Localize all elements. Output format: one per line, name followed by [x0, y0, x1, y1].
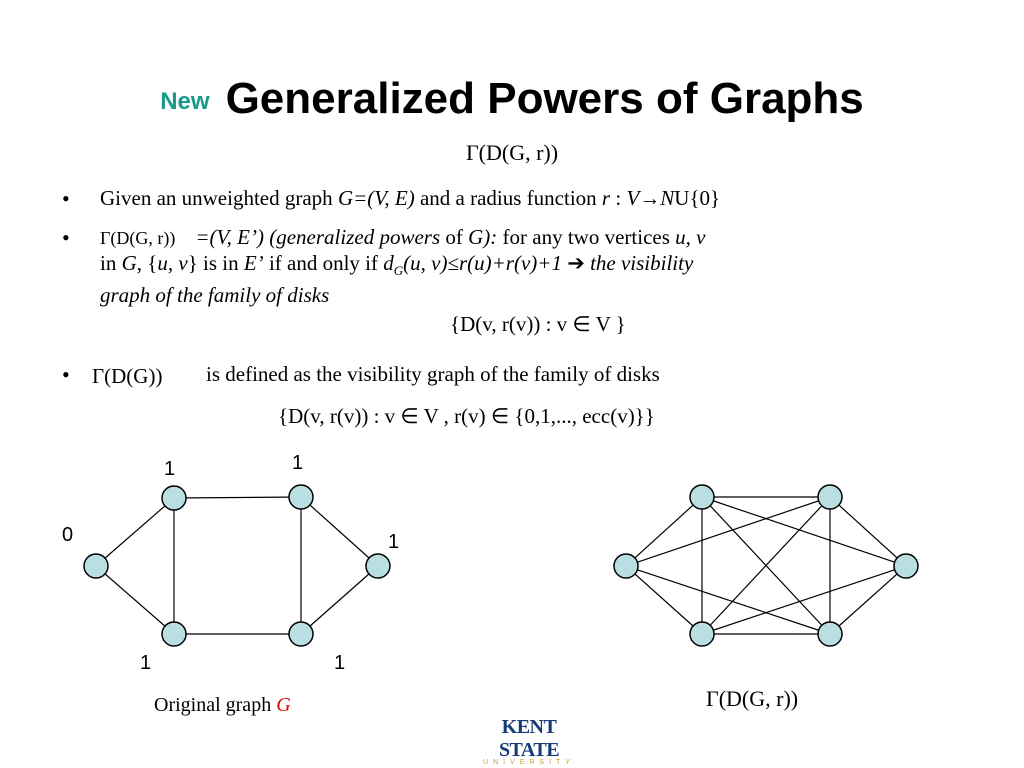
b2-l2e: } is in	[187, 251, 244, 275]
left-graph-edge	[300, 496, 379, 567]
bullet-1: Given an unweighted graph G=(V, E) and a…	[100, 186, 720, 211]
left-graph-edge	[173, 496, 302, 499]
right-graph-node	[689, 484, 715, 510]
left-graph-caption: Original graph G	[154, 694, 291, 717]
label-node-bottom-left: 1	[140, 652, 152, 674]
left-graph-node	[288, 484, 314, 510]
b3-formula: Γ(D(G))	[92, 364, 163, 388]
caption-text: Original graph	[154, 694, 277, 716]
b2-l1d: for any two vertices	[497, 225, 676, 249]
formula-ecc: {D(v, r(v)) : v ∈ V , r(v) ∈ {0,1,..., e…	[278, 404, 655, 428]
b2-l1b: of	[440, 225, 469, 249]
left-graph-edge	[300, 565, 379, 635]
b2-l3: graph of the family of disks	[100, 283, 330, 308]
right-graph-edge	[625, 496, 831, 567]
left-graph-node	[365, 553, 391, 579]
b1-text-d: U{0}	[674, 186, 721, 210]
b2-line-3: graph of the family of disks	[100, 283, 980, 308]
b2-l2b: G	[121, 251, 137, 275]
b2-line-1: Γ(D(G, r)) =(V, E’) (generalized powers o…	[100, 225, 980, 251]
b2-l2-sub: G	[393, 263, 404, 279]
right-graph-edge	[701, 496, 831, 635]
b1-graph: G=(V, E)	[337, 186, 415, 210]
right-graph-node	[817, 484, 843, 510]
left-graph-node	[288, 621, 314, 647]
left-graph-node	[83, 553, 109, 579]
left-graph-edges	[95, 496, 379, 635]
bullet-2: Γ(D(G, r)) =(V, E’) (generalized powers o…	[100, 225, 980, 308]
b2-l2i: (u, v)≤r(u)+r(v)+1	[403, 251, 562, 275]
arrow-icon: ➔	[567, 251, 585, 275]
right-graph-edge	[701, 496, 907, 567]
label-node-left: 0	[62, 524, 74, 546]
b2-l2a: in	[100, 251, 122, 275]
right-graph-caption: Γ(D(G, r))	[706, 686, 799, 711]
slide-title: New Generalized Powers of Graphs	[0, 74, 1024, 124]
b1-text-b: and a radius function	[414, 186, 602, 210]
b3-text: is defined as the visibility graph of th…	[206, 362, 660, 386]
right-graph-node	[689, 621, 715, 647]
left-graph-edge	[95, 565, 175, 635]
b2-l2j: the visibility	[584, 251, 694, 275]
label-node-top-left: 1	[164, 458, 176, 480]
logo-sub: UNIVERSITY	[482, 759, 575, 766]
bullet-dot-2: •	[62, 225, 70, 250]
right-graph-edge	[625, 496, 703, 567]
logo-main: KENT STATE	[498, 716, 560, 761]
caption-var: G	[276, 694, 291, 716]
b2-line-2: in G, {u, v} is in E’ if and only if dG(…	[100, 251, 980, 283]
right-graph-edge	[625, 565, 703, 635]
title-main: Generalized Powers of Graphs	[225, 74, 864, 123]
bullet-dot-3: •	[62, 362, 70, 387]
right-graph-edge	[829, 496, 907, 567]
b2-l1a: =(V, E’) (generalized powers	[195, 225, 441, 249]
right-graph-nodes	[613, 484, 919, 647]
b1-map: V→N	[626, 186, 675, 210]
right-graph-node	[893, 553, 919, 579]
b2-l2h: d	[383, 251, 394, 275]
label-node-top-right: 1	[292, 452, 304, 474]
b2-l2c: , {	[136, 251, 158, 275]
label-node-right: 1	[388, 531, 400, 553]
right-graph-node	[613, 553, 639, 579]
b2-l1c: G):	[468, 225, 498, 249]
left-graph-node	[161, 485, 187, 511]
formula-disks: {D(v, r(v)) : v ∈ V }	[450, 312, 626, 336]
b2-l2f: E’	[243, 251, 264, 275]
b2-l2d: u, v	[157, 251, 188, 275]
left-graph-nodes	[83, 484, 391, 647]
b1-text-a: Given an unweighted graph	[100, 186, 338, 210]
top-formula: Γ(D(G, r))	[465, 140, 559, 165]
b1-text-c: :	[610, 186, 627, 210]
kent-state-logo: KENT STATE UNIVERSITY	[474, 716, 584, 766]
b2-l1e: u, v	[675, 225, 706, 249]
b1-r: r	[601, 186, 611, 210]
right-graph-edges	[625, 496, 907, 635]
b2-formula: Γ(D(G, r))	[100, 228, 176, 248]
label-node-bottom-right: 1	[334, 652, 346, 674]
bullet-dot-1: •	[62, 186, 70, 211]
right-graph-edge	[625, 565, 831, 635]
right-graph-node	[817, 621, 843, 647]
right-graph-edge	[701, 565, 907, 635]
b2-l2g: if and only if	[263, 251, 384, 275]
right-graph-edge	[829, 565, 907, 635]
left-graph-edge	[95, 497, 175, 567]
left-graph-node	[161, 621, 187, 647]
title-new-tag: New	[160, 88, 210, 115]
